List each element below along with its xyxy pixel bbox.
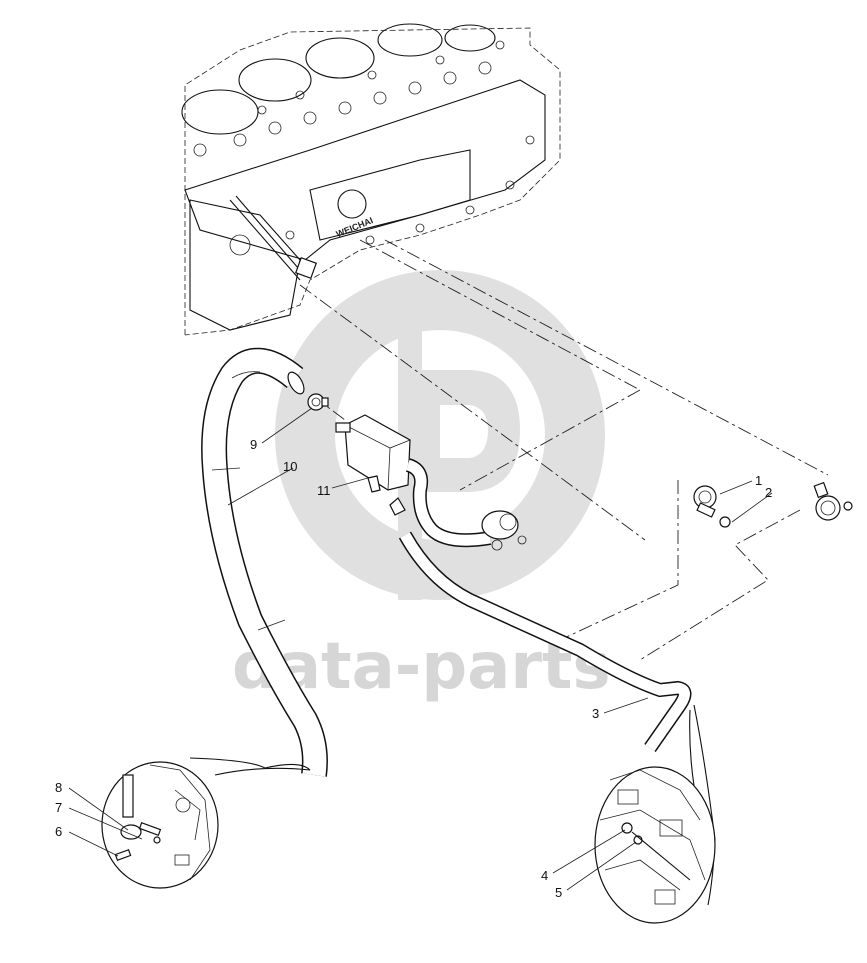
oil-separator [335, 414, 411, 516]
engine-brand-text: WEICHAI [335, 215, 375, 239]
callout-4: 4 [541, 868, 548, 883]
leader-lines [299, 239, 829, 661]
callout-11: 11 [317, 483, 331, 498]
callout-2: 2 [765, 485, 772, 500]
callout-7: 7 [55, 800, 62, 815]
engine-block: WEICHAI [181, 23, 561, 336]
clamp-right [813, 481, 853, 521]
clamp-1 [693, 485, 731, 528]
callout-1: 1 [755, 473, 762, 488]
detail-left [101, 757, 311, 889]
separator-pipe [405, 458, 527, 551]
callout-5: 5 [555, 885, 562, 900]
hose-clip-9 [307, 393, 329, 411]
callout-9: 9 [250, 437, 257, 452]
callout-10: 10 [283, 459, 297, 474]
pipe-3 [398, 531, 692, 753]
callout-6: 6 [55, 824, 62, 839]
watermark-logo [275, 270, 605, 600]
callout-labels: 1 2 3 4 5 6 7 8 9 10 11 [55, 437, 772, 900]
callout-leaders [68, 407, 773, 891]
callout-8: 8 [55, 780, 62, 795]
breather-hose [201, 347, 328, 777]
callout-3: 3 [592, 706, 599, 721]
